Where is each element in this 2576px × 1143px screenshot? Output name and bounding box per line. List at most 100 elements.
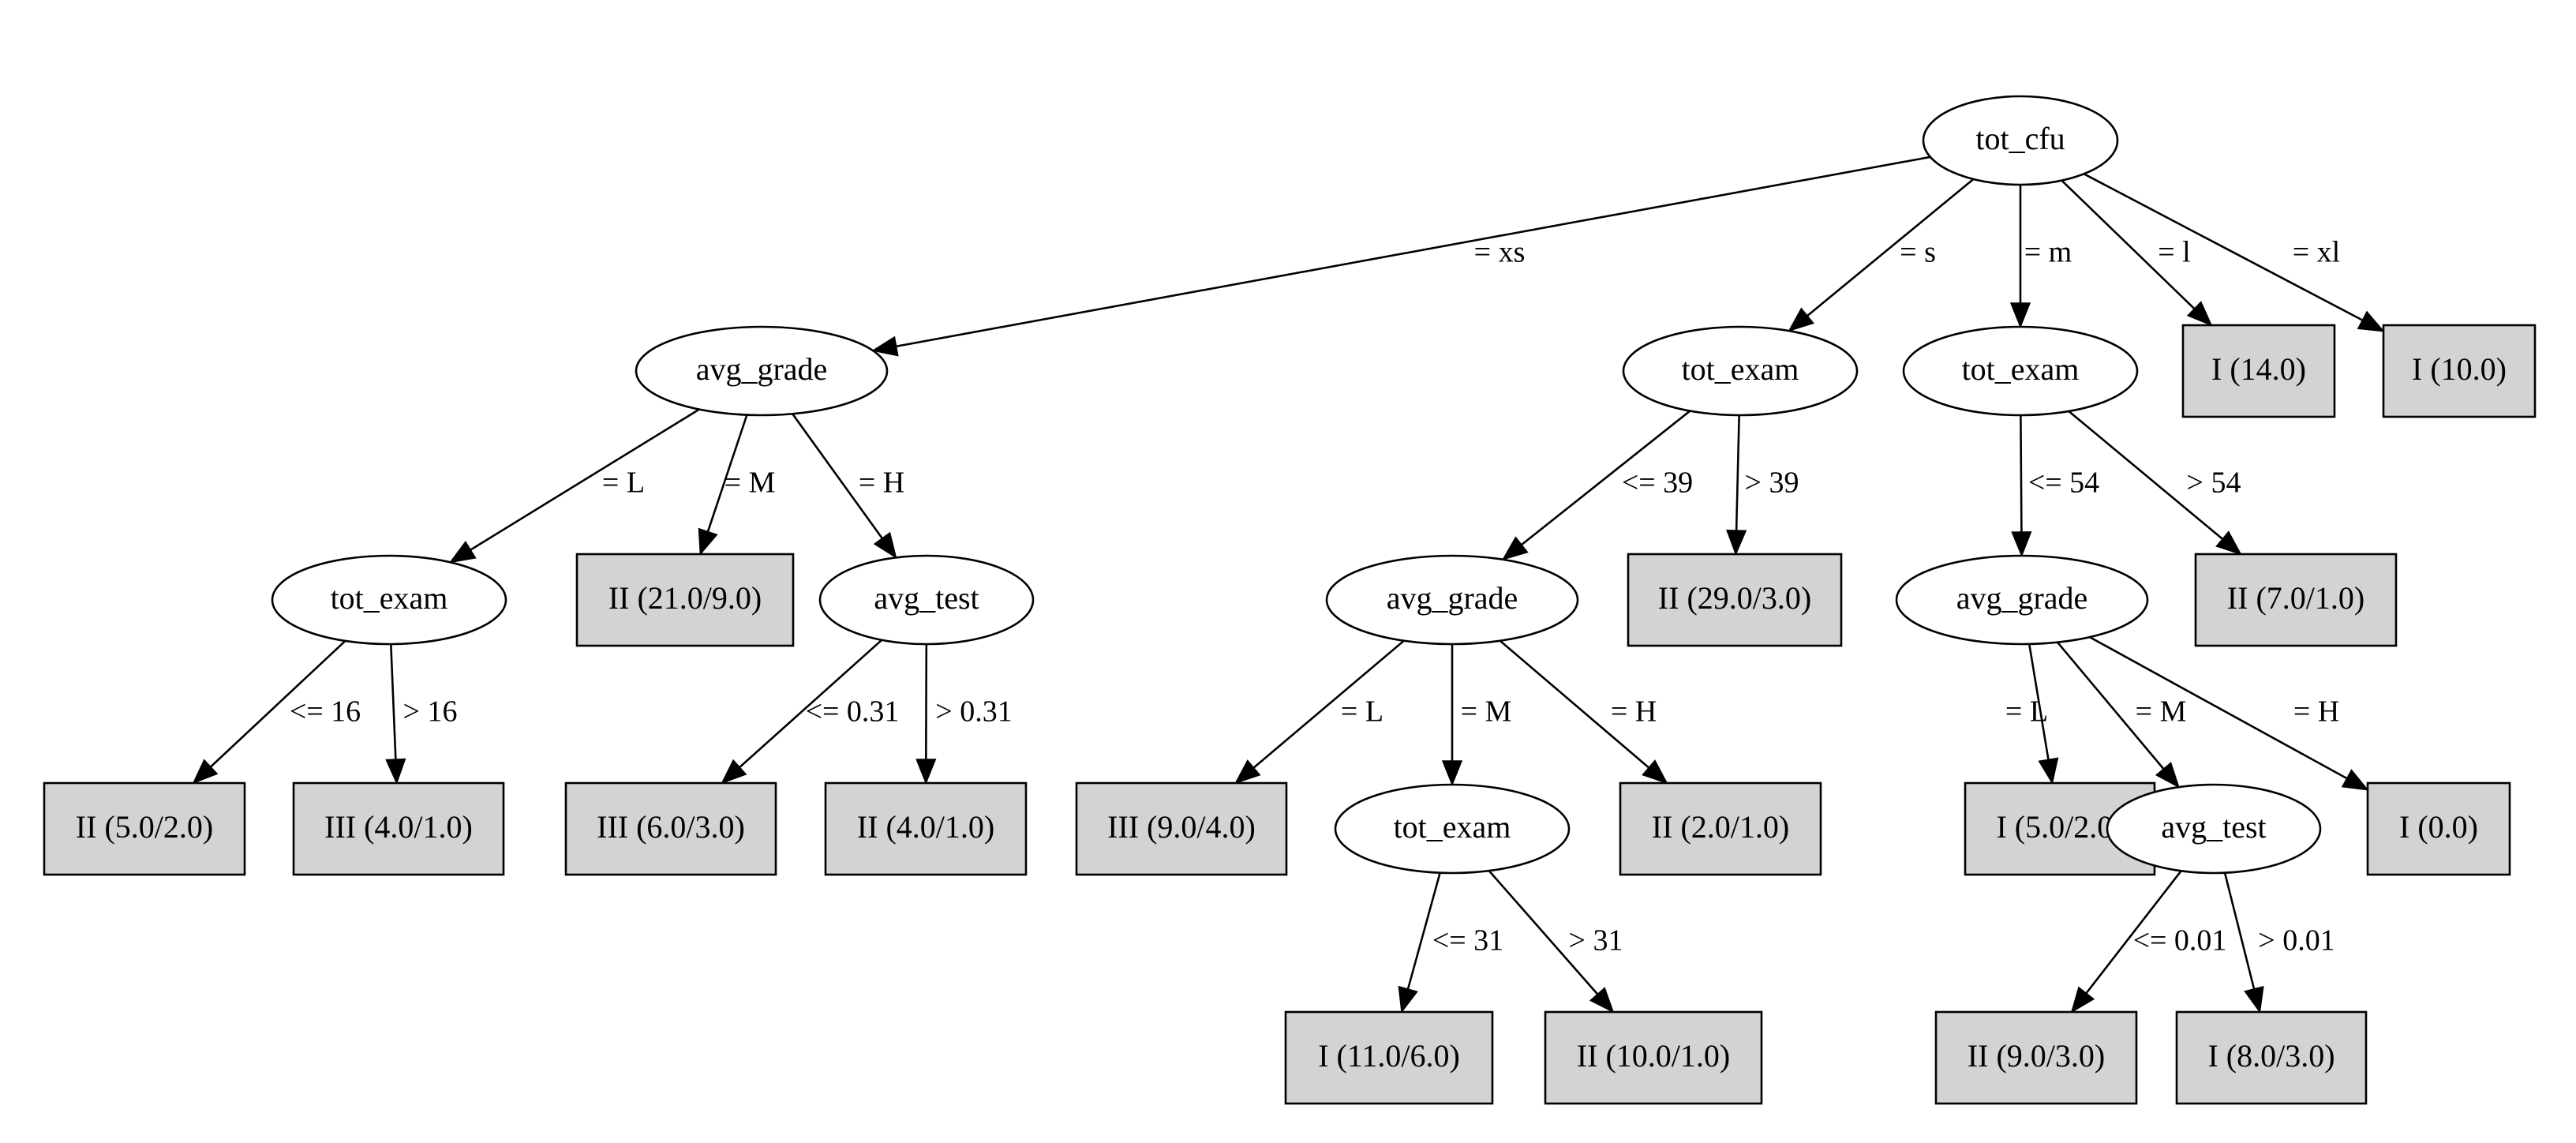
edge-label: > 39 xyxy=(1745,467,1799,500)
edge-label: > 16 xyxy=(403,695,458,729)
node-label: II (29.0/3.0) xyxy=(1658,580,1811,616)
edge-line xyxy=(1488,870,1599,995)
leaf-node: II (7.0/1.0) xyxy=(2194,553,2398,647)
arrowhead-icon xyxy=(2070,986,2095,1014)
arrowhead-icon xyxy=(1398,985,1418,1014)
edge-n_avg_test_H-to-leaf_le031: <= 0.31 xyxy=(721,639,899,785)
edges-layer: = xs= s= m= l= xl= L= M= H<= 39> 39<= 54… xyxy=(192,156,2385,1014)
node-label: II (21.0/9.0) xyxy=(608,580,762,616)
edge-n_tot_exam_sM-to-leaf_gt31: > 31 xyxy=(1488,870,1623,1014)
arrowhead-icon xyxy=(2215,530,2242,556)
edge-n_tot_exam_sM-to-leaf_le31: <= 31 xyxy=(1398,872,1503,1014)
arrowhead-icon xyxy=(1441,760,1463,787)
edge-label: = L xyxy=(1341,695,1383,729)
node-label: avg_test xyxy=(874,580,979,616)
arrowhead-icon xyxy=(2244,985,2264,1014)
decision-node: avg_grade xyxy=(1895,554,2149,646)
edge-label: = L xyxy=(2005,695,2048,729)
node-ellipse xyxy=(1622,325,1859,417)
node-label: I (10.0) xyxy=(2412,351,2507,387)
edge-line xyxy=(925,643,928,760)
edge-line xyxy=(1406,872,1441,990)
node-label: III (6.0/3.0) xyxy=(597,809,745,845)
arrowhead-icon xyxy=(1726,529,1747,557)
edge-label: = H xyxy=(859,467,904,500)
decision-node: avg_test xyxy=(818,554,1035,646)
arrowhead-icon xyxy=(2341,769,2369,791)
edge-root-to-n_avg_grade_1: = xs xyxy=(871,156,1931,357)
leaf-box xyxy=(564,781,777,876)
arrowhead-icon xyxy=(871,335,899,357)
edge-n_avg_grade_m-to-leaf_mH: = H xyxy=(2089,636,2369,791)
arrowhead-icon xyxy=(1642,759,1668,785)
edge-label: = m xyxy=(2024,236,2072,269)
edge-n_tot_exam_s-to-leaf_gt39: > 39 xyxy=(1726,414,1799,557)
edge-n_avg_grade_s-to-leaf_sL: = L xyxy=(1234,639,1405,785)
edge-label: = H xyxy=(2293,695,2339,729)
node-label: II (7.0/1.0) xyxy=(2227,580,2364,616)
edge-label: <= 16 xyxy=(290,695,361,729)
edge-line xyxy=(2061,179,2196,310)
leaf-box xyxy=(1627,553,1843,647)
edge-line xyxy=(1735,414,1740,531)
leaf-node: I (10.0) xyxy=(2382,324,2537,418)
edge-root-to-leaf_l: = l xyxy=(2061,179,2213,327)
edge-n_tot_exam_s-to-n_avg_grade_s: <= 39 xyxy=(1501,410,1693,561)
leaf-node: I (14.0) xyxy=(2181,324,2336,418)
node-label: avg_test xyxy=(2161,809,2266,845)
node-label: II (5.0/2.0) xyxy=(76,809,213,845)
edge-label: > 0.31 xyxy=(935,695,1012,729)
arrowhead-icon xyxy=(385,758,406,785)
edge-n_tot_exam_m-to-leaf_gt54: > 54 xyxy=(2068,410,2242,556)
edge-line xyxy=(739,639,883,768)
edge-line xyxy=(2027,643,2050,760)
leaf-box xyxy=(2181,324,2336,418)
arrowhead-icon xyxy=(2009,302,2031,329)
node-label: tot_cfu xyxy=(1975,121,2065,156)
leaf-box xyxy=(1619,781,1822,876)
edge-n_avg_test_mM-to-leaf_gt001: > 0.01 xyxy=(2223,872,2335,1014)
edge-label: = L xyxy=(602,467,645,500)
decision-node: avg_test xyxy=(2106,783,2322,875)
arrowhead-icon xyxy=(721,759,747,785)
edge-root-to-n_tot_exam_s: = s xyxy=(1788,178,1975,332)
leaf-node: III (4.0/1.0) xyxy=(292,781,505,876)
node-label: avg_grade xyxy=(1387,580,1518,616)
node-label: II (4.0/1.0) xyxy=(857,809,994,845)
node-label: tot_exam xyxy=(1682,351,1799,387)
edge-n_tot_exam_L-to-leaf_gt16: > 16 xyxy=(385,643,458,785)
edge-line xyxy=(470,408,700,551)
edge-label: = s xyxy=(1900,236,1936,269)
leaf-node: II (2.0/1.0) xyxy=(1619,781,1822,876)
edge-label: = xs xyxy=(1474,236,1526,269)
leaf-node: I (11.0/6.0) xyxy=(1284,1010,1494,1105)
edge-line xyxy=(1252,639,1405,769)
leaf-box xyxy=(1075,781,1288,876)
node-label: III (4.0/1.0) xyxy=(324,809,473,845)
edge-label: > 31 xyxy=(1569,924,1623,957)
node-label: avg_grade xyxy=(1956,580,2088,616)
edge-label: = M xyxy=(1461,695,1512,729)
leaf-node: II (29.0/3.0) xyxy=(1627,553,1843,647)
edge-line xyxy=(2223,872,2256,990)
edge-n_avg_grade_s-to-leaf_sH: = H xyxy=(1499,639,1668,785)
edge-line xyxy=(2089,636,2348,780)
node-ellipse xyxy=(2106,783,2322,875)
edge-line xyxy=(896,156,1931,348)
edge-line xyxy=(390,643,397,760)
node-label: I (11.0/6.0) xyxy=(1318,1038,1460,1074)
arrowhead-icon xyxy=(192,759,219,785)
node-label: I (0.0) xyxy=(2399,809,2478,845)
decision-node: avg_grade xyxy=(635,325,889,417)
arrowhead-icon xyxy=(873,531,897,559)
node-label: I (8.0/3.0) xyxy=(2207,1038,2334,1074)
node-ellipse xyxy=(1325,554,1579,646)
node-ellipse xyxy=(1922,95,2119,186)
edge-root-to-leaf_xl: = xl xyxy=(2083,173,2385,332)
leaf-box xyxy=(1544,1010,1763,1105)
arrowhead-icon xyxy=(1788,307,1814,332)
edge-line xyxy=(210,639,346,768)
edge-line xyxy=(1521,410,1691,546)
arrowhead-icon xyxy=(1589,987,1615,1014)
